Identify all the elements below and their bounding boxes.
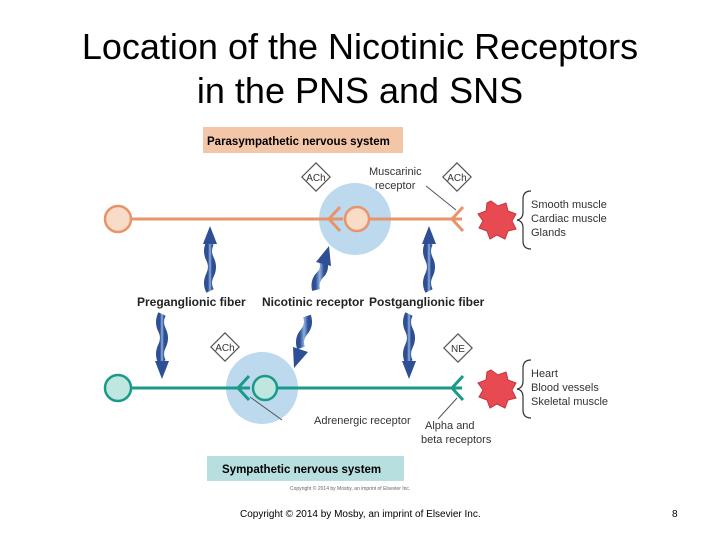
footer-copyright: Copyright © 2014 by Mosby, an imprint of… <box>240 509 481 520</box>
adrenergic-label: Adrenergic receptor <box>314 415 411 427</box>
alpha-beta-label-line2: beta receptors <box>421 434 492 446</box>
ne-label-bottom-right: NE <box>451 344 465 355</box>
wavy-arrow-up-preganglionic <box>203 226 217 293</box>
alpha-beta-leader-line <box>437 397 458 420</box>
muscarinic-label-line1: Muscarinic <box>369 166 422 178</box>
muscarinic-label-line2: receptor <box>375 180 416 192</box>
para-target-2: Cardiac muscle <box>531 213 607 225</box>
symp-preganglionic-neuron <box>103 373 133 403</box>
symp-effector-organ <box>477 369 517 409</box>
alpha-beta-label-line1: Alpha and <box>425 420 475 432</box>
para-preganglionic-neuron <box>103 204 133 234</box>
parasympathetic-header-label: Parasympathetic nervous system <box>207 136 390 148</box>
symp-target-2: Blood vessels <box>531 382 599 394</box>
symp-adrenergic-receptor-cup <box>449 374 465 402</box>
para-effector-organ <box>477 200 517 240</box>
symp-targets-brace <box>516 359 532 419</box>
para-target-1: Smooth muscle <box>531 199 607 211</box>
preganglionic-fiber-label: Preganglionic fiber <box>137 295 246 309</box>
symp-nicotinic-receptor-cup <box>235 374 251 402</box>
page-number: 8 <box>672 509 678 520</box>
para-ganglion-neuron <box>343 205 371 233</box>
symp-target-1: Heart <box>531 368 558 380</box>
muscarinic-leader-line <box>425 185 457 211</box>
nicotinic-receptor-label: Nicotinic receptor <box>262 295 364 309</box>
slide-title-line-1: Location of the Nicotinic Receptors <box>81 26 639 67</box>
ach-label-top-right: ACh <box>447 173 466 184</box>
ach-label-top-left: ACh <box>306 173 325 184</box>
sympathetic-header-label: Sympathetic nervous system <box>222 464 381 476</box>
ach-diamond-bottom-left <box>210 332 240 362</box>
wavy-arrow-down-postganglionic <box>402 312 416 379</box>
adrenergic-leader-line <box>249 396 283 421</box>
wavy-arrow-down-preganglionic <box>155 312 169 379</box>
postganglionic-fiber-label: Postganglionic fiber <box>369 295 485 309</box>
ach-label-bottom-left: ACh <box>215 343 234 354</box>
para-nicotinic-receptor-cup <box>326 205 342 233</box>
parasympathetic-header-box <box>203 127 403 153</box>
wavy-arrow-up-postganglionic <box>422 226 436 293</box>
symp-ganglion-neuron <box>251 374 279 402</box>
sympathetic-header-box <box>207 456 404 481</box>
ach-diamond-top-left <box>301 162 331 192</box>
wavy-arrow-down-nicotinic <box>293 314 312 368</box>
para-muscarinic-receptor-cup <box>449 205 465 233</box>
para-target-3: Glands <box>531 227 566 239</box>
para-targets-brace <box>516 190 532 250</box>
slide-title-line-2: in the PNS and SNS <box>196 70 524 111</box>
wavy-arrow-up-nicotinic <box>311 246 331 291</box>
figure-image-credit: Copyright © 2014 by Mosby, an imprint of… <box>290 485 410 492</box>
ach-diamond-top-right <box>442 162 472 192</box>
symp-target-3: Skeletal muscle <box>531 396 608 408</box>
ne-diamond-bottom-right <box>443 333 473 363</box>
